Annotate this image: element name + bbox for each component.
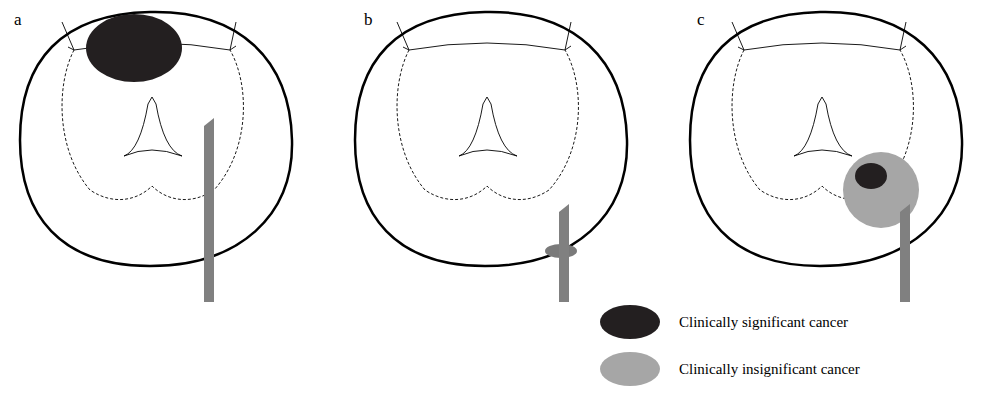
prostate-section xyxy=(690,12,962,266)
panel-letter: c xyxy=(697,11,705,28)
legend-text: Clinically insignificant cancer xyxy=(679,361,860,378)
legend-entry: Clinically significant cancer xyxy=(599,304,848,340)
legend-swatch-box xyxy=(599,351,661,387)
legend-text: Clinically significant cancer xyxy=(679,314,848,331)
biopsy-needle xyxy=(559,204,569,302)
legend-swatch xyxy=(600,305,660,339)
prostate-section xyxy=(20,12,292,266)
significant-tumor xyxy=(855,163,887,189)
prostate-section xyxy=(355,12,627,266)
legend-entry: Clinically insignificant cancer xyxy=(599,351,860,387)
legend-swatch-box xyxy=(599,304,661,340)
biopsy-needle xyxy=(204,118,214,302)
panel-letter: b xyxy=(364,11,373,28)
panel-letter: a xyxy=(14,11,22,28)
biopsy-needle xyxy=(900,204,910,302)
legend-swatch xyxy=(600,352,660,386)
significant-tumor xyxy=(86,14,182,82)
